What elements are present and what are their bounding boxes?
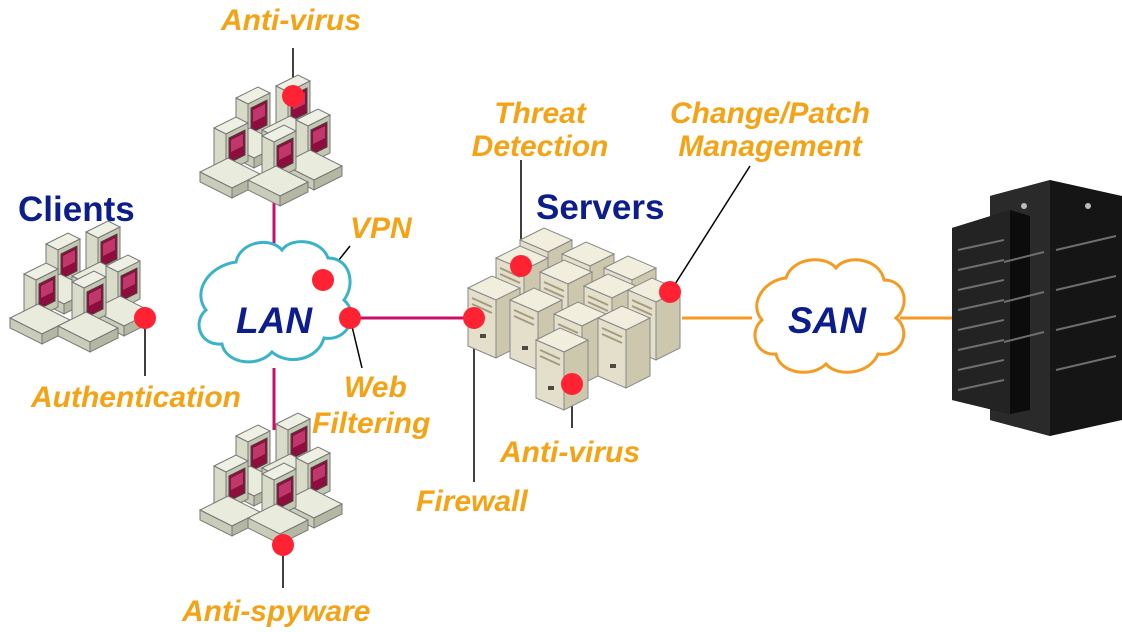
marker-change-patch — [659, 281, 681, 303]
label-threat-detection-line2: Detection — [471, 130, 609, 163]
label-change-patch-line2: Management — [678, 130, 862, 163]
servers-heading: Servers — [536, 188, 665, 227]
lan-label: LAN — [236, 300, 313, 341]
label-authentication: Authentication — [31, 381, 241, 414]
san-cloud-icon — [753, 258, 906, 374]
marker-threat-detection — [510, 255, 532, 277]
workstation-cluster-top-icon — [200, 75, 342, 206]
label-threat-detection-line1: Threat — [494, 97, 586, 130]
label-antivirus-servers: Anti-virus — [500, 436, 641, 469]
marker-vpn — [312, 269, 334, 291]
security-markers — [134, 85, 681, 556]
lan-cloud-icon — [197, 240, 353, 364]
label-firewall: Firewall — [416, 485, 528, 518]
clients-heading: Clients — [18, 190, 135, 229]
label-anti-spyware: Anti-spyware — [182, 595, 371, 628]
marker-antivirus-servers — [561, 373, 583, 395]
workstation-cluster-clients-icon — [10, 221, 152, 352]
label-vpn: VPN — [350, 212, 412, 245]
marker-web-filtering — [339, 307, 361, 329]
marker-antivirus-top — [282, 85, 304, 107]
label-web-filtering-line2: Filtering — [312, 407, 431, 440]
label-change-patch-line1: Change/Patch — [669, 97, 871, 130]
san-label: SAN — [788, 300, 867, 341]
marker-authentication — [134, 307, 156, 329]
marker-anti-spyware — [272, 534, 294, 556]
label-antivirus-top: Anti-virus — [221, 4, 362, 37]
storage-array-icon — [952, 180, 1122, 436]
marker-firewall — [463, 307, 485, 329]
label-web-filtering-line1: Web — [344, 371, 407, 404]
